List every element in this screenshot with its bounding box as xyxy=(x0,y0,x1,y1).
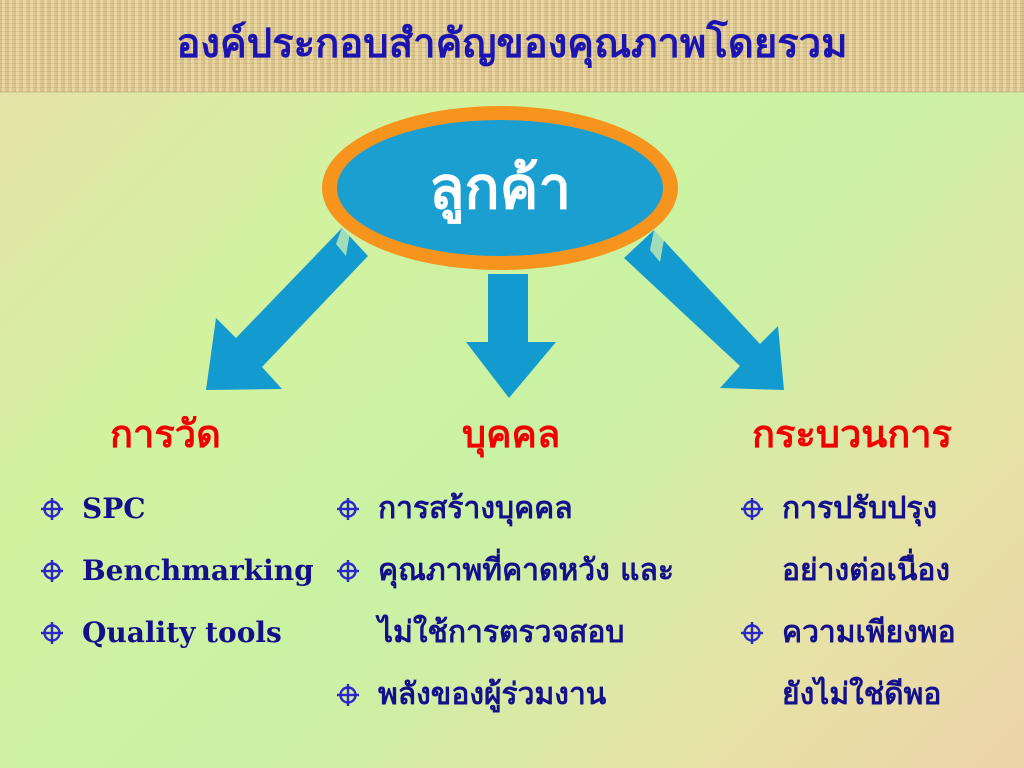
crosshair-bullet-icon xyxy=(337,684,359,706)
item-text: Benchmarking xyxy=(82,554,314,587)
item-text: คุณภาพที่คาดหวัง และ xyxy=(378,553,675,588)
center-label: ลูกค้า xyxy=(428,154,572,222)
list-item: Benchmarking xyxy=(40,540,314,602)
list-item: Quality tools xyxy=(40,602,314,664)
list-item: คุณภาพที่คาดหวัง และ ไม่ใช้การตรวจสอบ xyxy=(336,540,674,664)
item-text: การสร้างบุคคล xyxy=(378,491,573,526)
header-banner xyxy=(0,0,1024,92)
crosshair-bullet-icon xyxy=(41,560,63,582)
list-item: การปรับปรุง อย่างต่อเนื่อง xyxy=(740,478,956,602)
heading-measurement: การวัด xyxy=(110,411,221,456)
item-text-continued: อย่างต่อเนื่อง xyxy=(782,553,951,588)
crosshair-bullet-icon xyxy=(41,498,63,520)
item-text: พลังของผู้ร่วมงาน xyxy=(378,677,607,712)
heading-people: บุคคล xyxy=(462,411,561,456)
list-item: การสร้างบุคคล xyxy=(336,478,674,540)
item-text-continued: ยังไม่ใช่ดีพอ xyxy=(782,677,942,712)
list-people: การสร้างบุคคล คุณภาพที่คาดหวัง และ ไม่ใช… xyxy=(336,478,674,726)
crosshair-bullet-icon xyxy=(41,622,63,644)
list-item: พลังของผู้ร่วมงาน xyxy=(336,664,674,726)
crosshair-bullet-icon xyxy=(337,560,359,582)
arrow-right xyxy=(624,230,784,390)
item-text: การปรับปรุง xyxy=(782,491,938,526)
crosshair-bullet-icon xyxy=(741,622,763,644)
item-text: ความเพียงพอ xyxy=(782,615,956,650)
list-process: การปรับปรุง อย่างต่อเนื่อง ความเพียงพอ ย… xyxy=(740,478,956,726)
item-text: SPC xyxy=(82,492,146,525)
crosshair-bullet-icon xyxy=(337,498,359,520)
list-item: ความเพียงพอ ยังไม่ใช่ดีพอ xyxy=(740,602,956,726)
heading-process: กระบวนการ xyxy=(752,411,953,456)
customer-ellipse xyxy=(337,120,663,256)
crosshair-bullet-icon xyxy=(741,498,763,520)
arrow-middle xyxy=(466,274,556,398)
item-text: Quality tools xyxy=(82,616,282,649)
list-item: SPC xyxy=(40,478,314,540)
page-title: องค์ประกอบสำคัญของคุณภาพโดยรวม xyxy=(176,20,848,67)
list-measurement: SPC Benchmarking Quality tools xyxy=(40,478,314,664)
arrow-left xyxy=(206,228,368,390)
item-text-continued: ไม่ใช้การตรวจสอบ xyxy=(378,615,625,650)
